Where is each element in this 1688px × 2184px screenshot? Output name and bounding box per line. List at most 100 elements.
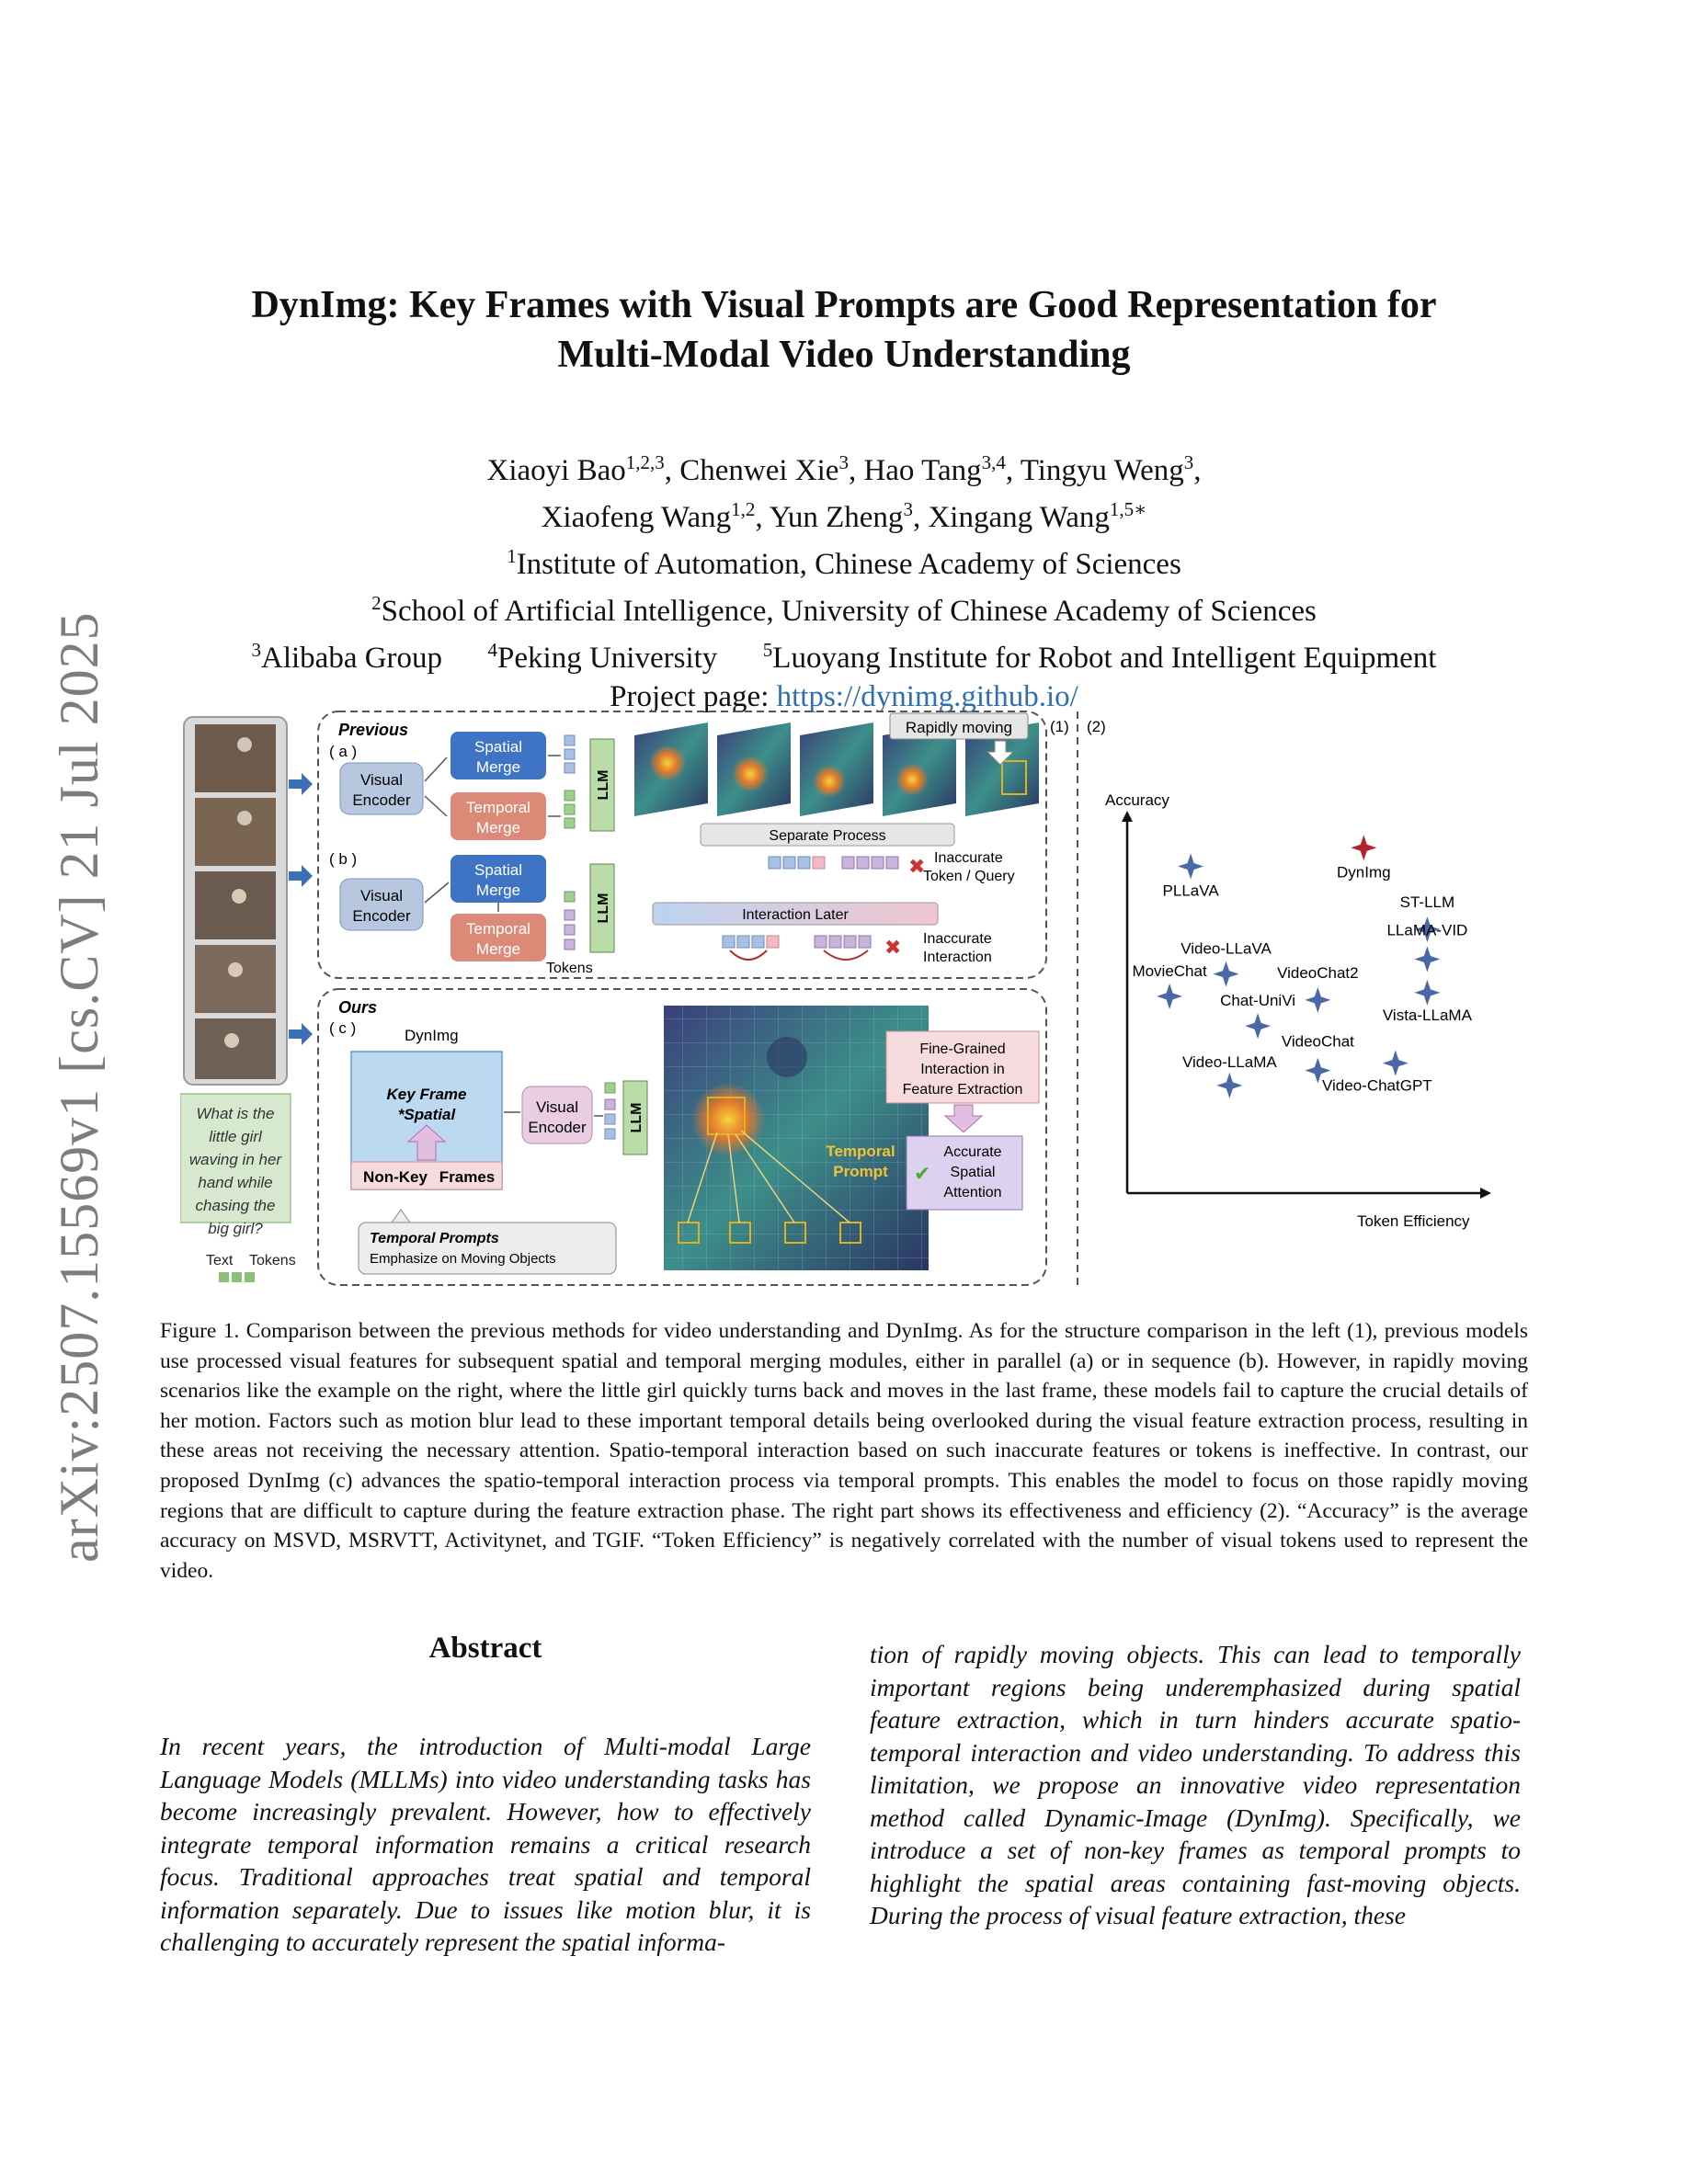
y-axis-arrow (1122, 811, 1133, 822)
abstract-heading: Abstract (428, 1632, 542, 1665)
attention-frames (634, 722, 1039, 816)
scatter-point-st-llm (1414, 916, 1441, 943)
scatter-point-moviechat (1157, 983, 1183, 1009)
affiliation-1: 1Institute of Automation, Chinese Academ… (507, 545, 1181, 581)
cross-icon: ✖ (908, 855, 925, 878)
svg-text:Merge: Merge (476, 758, 520, 776)
temporal-prompts-box (358, 1222, 617, 1275)
svg-text:Fine-Grained: Fine-Grained (919, 1041, 1005, 1057)
scatter-point-video-llava (1213, 961, 1239, 987)
scatter-label-video-llava: Video-LLaVA (1180, 940, 1272, 958)
title-line-2: Multi-Modal Video Understanding (557, 334, 1131, 376)
scatter-label-video-chatgpt: Video-ChatGPT (1322, 1077, 1432, 1095)
svg-text:Frames: Frames (439, 1168, 495, 1186)
svg-text:Spatial: Spatial (951, 1165, 996, 1180)
figure-mark-1: (1) (1050, 718, 1069, 735)
y-axis-label: Accuracy (1105, 791, 1169, 809)
text-label: Text (206, 1253, 234, 1268)
scatter-point-vista-llama (1414, 979, 1441, 1006)
rapidly-moving-tag (889, 712, 1029, 740)
abstract-column-right: tion of rapidly moving objects. This can… (870, 1640, 1521, 1929)
project-link[interactable]: https://dynimg.github.io/ (776, 680, 1078, 713)
svg-text:Temporal Prompts: Temporal Prompts (370, 1231, 499, 1246)
title-line-1: DynImg: Key Frames with Visual Prompts a… (251, 284, 1437, 326)
author-line-2: Xiaofeng Wang1,2, Yun Zheng3, Xingang Wa… (541, 498, 1147, 534)
token-column-c (604, 1082, 616, 1140)
tokens-label: Tokens (546, 961, 593, 976)
down-arrow-icon (986, 740, 1015, 766)
svg-text:Visual: Visual (360, 771, 403, 789)
scatter-point-llama-vid (1414, 946, 1441, 973)
ours-label: Ours (338, 998, 377, 1017)
label-a: ( a ) (329, 743, 357, 760)
accurate-attention-box (906, 1135, 1023, 1211)
token-row-a (768, 856, 899, 870)
svg-text:Temporal: Temporal (466, 799, 530, 816)
frame-arrows (289, 773, 313, 1045)
svg-text:Encoder: Encoder (352, 907, 411, 925)
svg-text:Non-Key: Non-Key (363, 1168, 428, 1186)
question-line-1: What is the (196, 1105, 274, 1122)
svg-text:Accurate: Accurate (943, 1144, 1001, 1160)
scatter-label-video-llama: Video-LLaMA (1182, 1053, 1277, 1071)
question-line-5: chasing the (196, 1197, 276, 1214)
affiliation-2: 2School of Artificial Intelligence, Univ… (371, 592, 1317, 628)
label-c: ( c ) (329, 1019, 356, 1037)
figure-caption: Figure 1. Comparison between the previou… (160, 1319, 1528, 1583)
interaction-later-bar (652, 902, 939, 926)
svg-text:Attention: Attention (943, 1185, 1001, 1200)
fine-grained-box (885, 1030, 1040, 1104)
inaccurate-token-line-1: Inaccurate (934, 850, 1003, 866)
accuracy-efficiency-chart: Accuracy Token Efficiency DynImgPLLaVAST… (1105, 791, 1491, 1230)
svg-text:LLM: LLM (596, 893, 611, 924)
author-block: Xiaoyi Bao1,2,3, Chenwei Xie3, Hao Tang3… (0, 443, 1688, 716)
svg-text:Encoder: Encoder (352, 791, 411, 809)
svg-text:Spatial: Spatial (474, 738, 522, 756)
svg-text:Spatial: Spatial (474, 861, 522, 879)
figure-1: What is the little girl waving in her ha… (180, 711, 1491, 1286)
scatter-point-dynimg (1351, 835, 1377, 861)
author-line-1: Xiaoyi Bao1,2,3, Chenwei Xie3, Hao Tang3… (486, 451, 1202, 487)
question-line-4: hand while (198, 1174, 272, 1191)
scatter-label-moviechat: MovieChat (1132, 962, 1207, 980)
svg-text:Emphasize on Moving Objects: Emphasize on Moving Objects (370, 1251, 556, 1267)
scatter-label-llama-vid: LLaMA-VID (1386, 921, 1467, 938)
visual-encoder-c-2: Encoder (528, 1119, 587, 1136)
pipeline-b: Visual Encoder Spatial Merge Temporal Me… (339, 855, 615, 961)
x-axis-arrow (1480, 1188, 1491, 1199)
video-frame-strip (183, 716, 288, 1086)
svg-text:Interaction in: Interaction in (920, 1062, 1005, 1077)
scatter-label-videochat2: VideoChat2 (1277, 964, 1359, 982)
separate-process-label: Separate Process (769, 828, 885, 844)
scatter-label-st-llm: ST-LLM (1400, 893, 1455, 911)
affiliation-3-5: 3Alibaba Group 4Peking University 5Luoya… (251, 639, 1437, 675)
svg-text:Temporal: Temporal (466, 920, 530, 938)
previous-methods-box (317, 711, 1047, 979)
check-icon: ✔ (914, 1162, 930, 1185)
svg-text:Visual: Visual (360, 887, 403, 904)
interaction-later-label: Interaction Later (742, 907, 849, 923)
svg-text:Merge: Merge (476, 940, 520, 958)
svg-text:Key Frame: Key Frame (387, 1086, 467, 1103)
text-tokens-label: Tokens (249, 1253, 296, 1268)
question-box: What is the little girl waving in her ha… (180, 1093, 291, 1237)
question-line-2: little girl (209, 1128, 263, 1145)
temporal-prompt-line-1: Temporal (826, 1143, 895, 1160)
svg-text:Merge: Merge (476, 882, 520, 899)
llm-label-c: LLM (629, 1103, 644, 1133)
scatter-point-videochat2 (1305, 986, 1331, 1013)
scatter-label-vista-llama: Vista-LLaMA (1383, 1007, 1473, 1024)
figure-mark-2: (2) (1087, 718, 1106, 735)
scatter-label-videochat: VideoChat (1282, 1033, 1354, 1051)
token-row-b (722, 935, 872, 961)
scatter-point-pllava (1178, 853, 1204, 880)
temporal-prompt-line-2: Prompt (833, 1163, 888, 1180)
scatter-point-video-llama (1216, 1072, 1243, 1098)
rapidly-moving-label: Rapidly moving (906, 719, 1012, 736)
project-page: Project page: https://dynimg.github.io/ (610, 680, 1078, 713)
svg-text:Merge: Merge (476, 819, 520, 836)
down-arrow-icon-2 (943, 1104, 984, 1133)
svg-text:Feature Extraction: Feature Extraction (903, 1082, 1023, 1098)
ours-box (317, 988, 1047, 1286)
scatter-label-dynimg: DynImg (1337, 863, 1391, 881)
